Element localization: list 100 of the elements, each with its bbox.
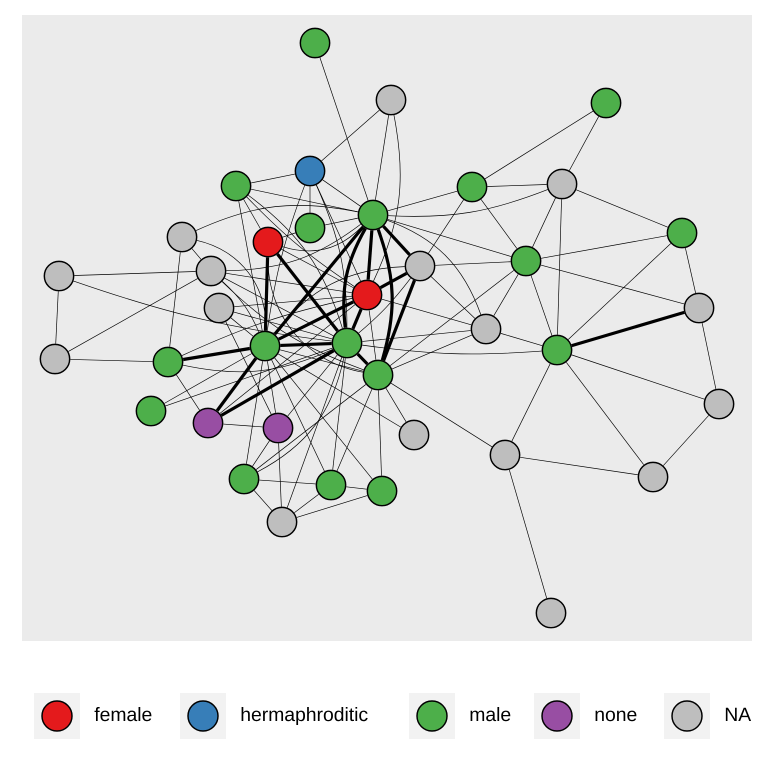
network-edge	[182, 346, 250, 362]
network-edge	[294, 494, 320, 514]
network-node	[166, 222, 198, 252]
network-node	[152, 346, 184, 378]
network-edge	[266, 185, 305, 332]
network-edge	[388, 190, 458, 212]
network-edge	[375, 114, 389, 200]
network-edge	[351, 308, 363, 330]
legend-label: none	[596, 710, 636, 722]
network-edge	[246, 196, 355, 287]
network-node	[546, 168, 578, 200]
network-node	[536, 598, 566, 628]
network-edge	[230, 317, 254, 337]
network-node	[220, 170, 252, 202]
network-edge	[378, 390, 382, 476]
network-edge	[196, 204, 358, 231]
network-edge	[366, 230, 374, 280]
network-node	[316, 470, 346, 500]
network-edge	[332, 358, 346, 470]
network-node	[136, 396, 166, 426]
network-node	[362, 360, 394, 390]
network-edge	[238, 200, 263, 332]
network-edge	[321, 110, 380, 162]
network-edge	[226, 224, 362, 272]
network-edge	[362, 344, 542, 354]
network-edge	[248, 194, 343, 329]
network-edge	[278, 354, 402, 428]
network-edge	[55, 291, 59, 344]
network-edge	[281, 248, 354, 288]
network-node	[294, 212, 326, 244]
network-edge	[342, 228, 367, 328]
network-edge	[373, 114, 401, 282]
network-node	[262, 412, 294, 444]
network-edge	[234, 312, 332, 340]
network-edge	[322, 179, 361, 207]
network-node	[294, 156, 326, 186]
network-edge	[540, 264, 684, 304]
network-edge	[243, 199, 261, 229]
network-edge	[223, 424, 263, 428]
network-edge	[169, 252, 181, 348]
network-node	[40, 344, 70, 374]
network-edge	[663, 415, 710, 466]
network-edge	[388, 189, 548, 217]
network-edge	[268, 257, 364, 373]
network-node	[590, 88, 622, 118]
network-node	[358, 200, 388, 230]
network-node	[542, 334, 572, 366]
network-edge	[500, 333, 543, 346]
network-edge	[382, 280, 416, 362]
network-edge	[530, 275, 552, 336]
network-edge	[74, 271, 196, 276]
network-node	[470, 314, 502, 344]
network-edge	[176, 374, 200, 410]
network-node	[44, 260, 74, 292]
network-edge	[287, 354, 338, 416]
network-edge	[532, 198, 556, 248]
network-edge	[226, 273, 352, 293]
network-edge	[390, 270, 514, 366]
network-edge	[571, 310, 685, 348]
network-edge	[282, 232, 296, 238]
network-edge	[280, 350, 364, 372]
network-edge	[222, 281, 364, 370]
network-node	[684, 292, 714, 324]
network-edge	[508, 469, 548, 599]
network-edge	[259, 480, 316, 484]
network-edge	[557, 199, 562, 335]
network-node	[376, 84, 406, 116]
network-edge	[276, 253, 339, 332]
network-node	[456, 172, 488, 202]
network-edge	[380, 272, 408, 290]
legend-label: hermaphroditic	[242, 707, 368, 726]
network-edge	[336, 388, 372, 472]
network-node	[196, 256, 226, 286]
network-edge	[192, 248, 202, 260]
network-node	[638, 462, 668, 492]
network-node	[204, 292, 234, 324]
network-edge	[520, 456, 638, 476]
network-edge	[250, 188, 358, 212]
network-node	[192, 408, 224, 438]
network-edge	[320, 57, 368, 201]
network-edge	[702, 322, 716, 390]
network-edge	[382, 225, 411, 256]
network-node	[252, 226, 284, 258]
network-edge	[224, 278, 334, 336]
network-node	[300, 28, 330, 58]
network-edge	[182, 298, 352, 356]
legend-label: NA	[726, 708, 752, 721]
network-edge	[387, 220, 482, 315]
network-edge	[316, 184, 348, 328]
network-node	[404, 250, 436, 282]
network-edge	[278, 443, 282, 507]
network-edge	[234, 296, 352, 307]
network-node	[266, 506, 298, 538]
network-edge	[392, 334, 472, 370]
legend-label: female	[94, 707, 152, 722]
network-edge	[358, 278, 411, 334]
network-node	[704, 388, 734, 420]
network-edge	[368, 310, 376, 360]
network-edge	[480, 199, 518, 249]
network-edge	[246, 360, 263, 464]
